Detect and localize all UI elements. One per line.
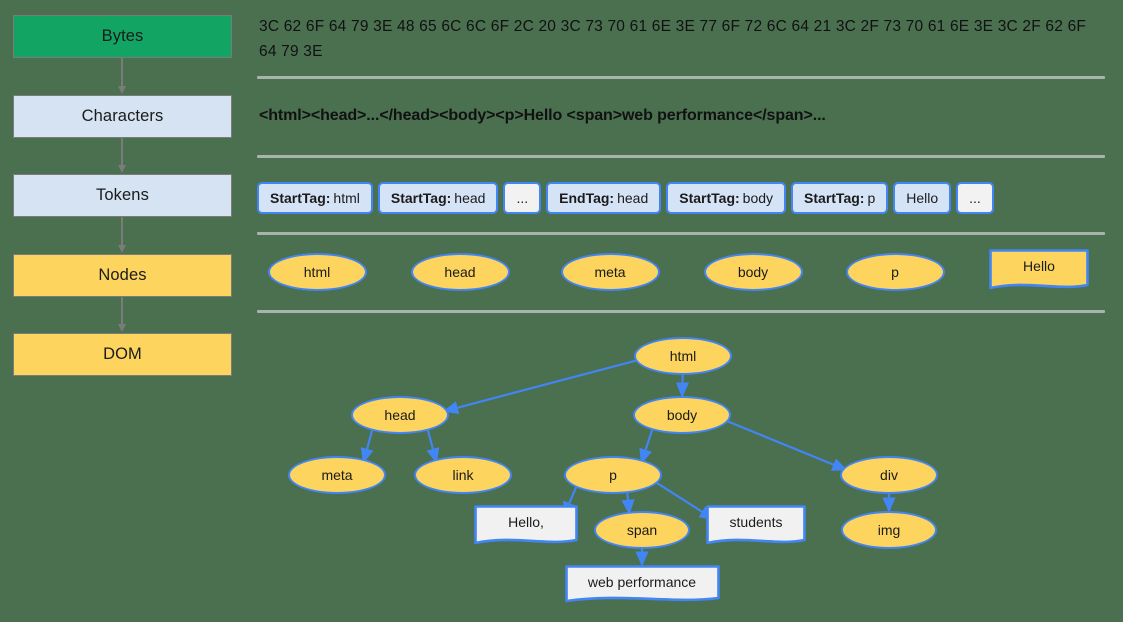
- tree-node-span-ellipse[interactable]: span: [594, 511, 690, 549]
- token-value: ...: [969, 190, 981, 206]
- token-kind: StartTag:: [804, 190, 865, 206]
- pipeline-arrow-characters: [117, 138, 126, 173]
- tree-edge-body-to-p: [639, 426, 655, 465]
- pipeline-step-label: Nodes: [98, 266, 147, 284]
- document-shape-outline: [989, 248, 1089, 289]
- token-value: html: [333, 190, 360, 206]
- tree-node-meta-label: meta: [321, 467, 353, 483]
- tree-edge-html-to-head: [442, 358, 640, 415]
- node-p-label: p: [891, 264, 899, 280]
- token-value: head: [454, 190, 486, 206]
- token-value: body: [742, 190, 774, 206]
- tree-node-hello-label: Hello,: [508, 514, 544, 530]
- node-hello-document-shape[interactable]: Hello: [989, 248, 1089, 292]
- node-p-ellipse[interactable]: p: [845, 253, 945, 291]
- tree-node-body-ellipse[interactable]: body: [633, 396, 731, 434]
- document-shape-outline: [474, 505, 578, 545]
- token-chip[interactable]: StartTag:html: [257, 182, 373, 214]
- tree-edge-head-to-meta: [360, 427, 374, 464]
- token-value: head: [617, 190, 649, 206]
- pipeline-step-dom[interactable]: DOM: [13, 333, 232, 376]
- token-value: ...: [516, 190, 529, 206]
- tree-node-div-label: div: [880, 467, 898, 483]
- tree-node-webperf-document-shape[interactable]: web performance: [564, 565, 720, 605]
- token-kind: EndTag:: [559, 190, 615, 206]
- token-chip[interactable]: ...: [503, 182, 542, 214]
- document-shape-outline: [564, 565, 720, 603]
- token-value: Hello: [906, 190, 939, 206]
- tree-node-img-ellipse[interactable]: img: [841, 511, 937, 549]
- token-kind: StartTag:: [390, 190, 452, 206]
- tree-node-students-document-shape[interactable]: students: [706, 505, 806, 547]
- token-chip[interactable]: Hello: [893, 182, 952, 214]
- tree-node-p-label: p: [609, 467, 617, 483]
- tree-node-html-label: html: [669, 348, 697, 364]
- tree-node-html-ellipse[interactable]: html: [634, 337, 732, 375]
- tree-node-link-label: link: [452, 467, 474, 483]
- pipeline-step-label: Bytes: [101, 27, 144, 45]
- token-chip[interactable]: StartTag:p: [791, 182, 889, 214]
- tree-node-head-ellipse[interactable]: head: [351, 396, 449, 434]
- tree-node-webperf-label: web performance: [587, 574, 697, 590]
- bytes-hex-text: 3C 62 6F 64 79 3E 48 65 6C 6C 6F 2C 20 3…: [259, 18, 1087, 60]
- tree-node-meta-ellipse[interactable]: meta: [288, 456, 386, 494]
- tree-edge-head-to-link: [426, 427, 440, 464]
- token-kind: StartTag:: [679, 190, 740, 206]
- node-html-label: html: [303, 264, 331, 280]
- tree-node-link-ellipse[interactable]: link: [414, 456, 512, 494]
- section-separator-4: [257, 310, 1105, 313]
- pipeline-step-bytes[interactable]: Bytes: [13, 15, 232, 58]
- tree-node-img-label: img: [877, 522, 901, 538]
- node-meta-label: meta: [594, 264, 626, 280]
- pipeline-step-nodes[interactable]: Nodes: [13, 254, 232, 297]
- pipeline-arrow-tokens: [117, 217, 126, 253]
- pipeline-arrow-nodes: [117, 297, 126, 332]
- token-kind: StartTag:: [270, 190, 331, 206]
- pipeline-step-label: Characters: [81, 107, 164, 125]
- token-chip[interactable]: StartTag:head: [377, 182, 499, 214]
- pipeline-arrow-bytes: [117, 58, 126, 94]
- node-body-label: body: [737, 264, 769, 280]
- token-chip[interactable]: EndTag:head: [546, 182, 662, 214]
- tree-edge-body-to-div: [723, 419, 848, 471]
- node-hello-label: Hello: [1023, 257, 1055, 274]
- node-body-ellipse[interactable]: body: [703, 253, 803, 291]
- characters-html-text: <html><head>...</head><body><p>Hello <sp…: [259, 107, 826, 124]
- tree-edge-p-to-span: [621, 490, 635, 516]
- section-separator-2: [257, 155, 1105, 158]
- token-chip[interactable]: StartTag:body: [666, 182, 787, 214]
- tree-node-hello-document-shape[interactable]: Hello,: [474, 505, 578, 547]
- token-value: p: [867, 190, 876, 206]
- pipeline-step-label: Tokens: [96, 186, 149, 204]
- tree-node-head-label: head: [384, 407, 416, 423]
- section-separator-3: [257, 232, 1105, 235]
- node-meta-ellipse[interactable]: meta: [560, 253, 660, 291]
- pipeline-step-label: DOM: [103, 345, 142, 363]
- section-separator-1: [257, 76, 1105, 79]
- pipeline-step-characters[interactable]: Characters: [13, 95, 232, 138]
- document-shape-outline: [706, 505, 806, 545]
- tree-node-p-ellipse[interactable]: p: [564, 456, 662, 494]
- node-head-ellipse[interactable]: head: [410, 253, 510, 291]
- tree-node-students-label: students: [729, 514, 783, 530]
- node-head-label: head: [444, 264, 476, 280]
- tree-edge-p-to-students: [653, 480, 716, 520]
- token-chip[interactable]: ...: [956, 182, 994, 214]
- pipeline-step-tokens[interactable]: Tokens: [13, 174, 232, 217]
- node-html-ellipse[interactable]: html: [267, 253, 367, 291]
- tree-node-span-label: span: [626, 522, 658, 538]
- tree-node-div-ellipse[interactable]: div: [840, 456, 938, 494]
- tree-node-body-label: body: [666, 407, 698, 423]
